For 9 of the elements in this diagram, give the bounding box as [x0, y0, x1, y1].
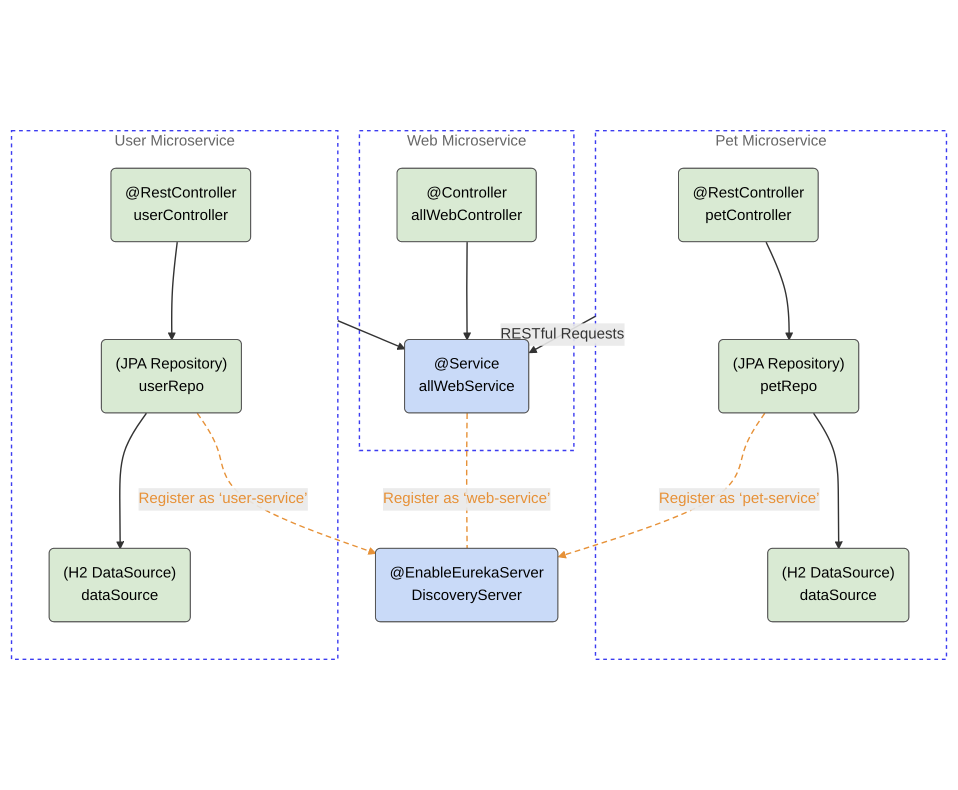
edge-label: Register as ‘web-service’	[383, 490, 550, 507]
edge-label: Register as ‘user-service’	[138, 490, 308, 507]
edge-label: Register as ‘pet-service’	[658, 490, 820, 507]
arrow	[168, 242, 178, 340]
arrow	[116, 412, 147, 550]
arrow	[813, 412, 843, 550]
arrow	[462, 242, 472, 340]
arrow	[338, 320, 406, 350]
arrow	[765, 242, 794, 340]
